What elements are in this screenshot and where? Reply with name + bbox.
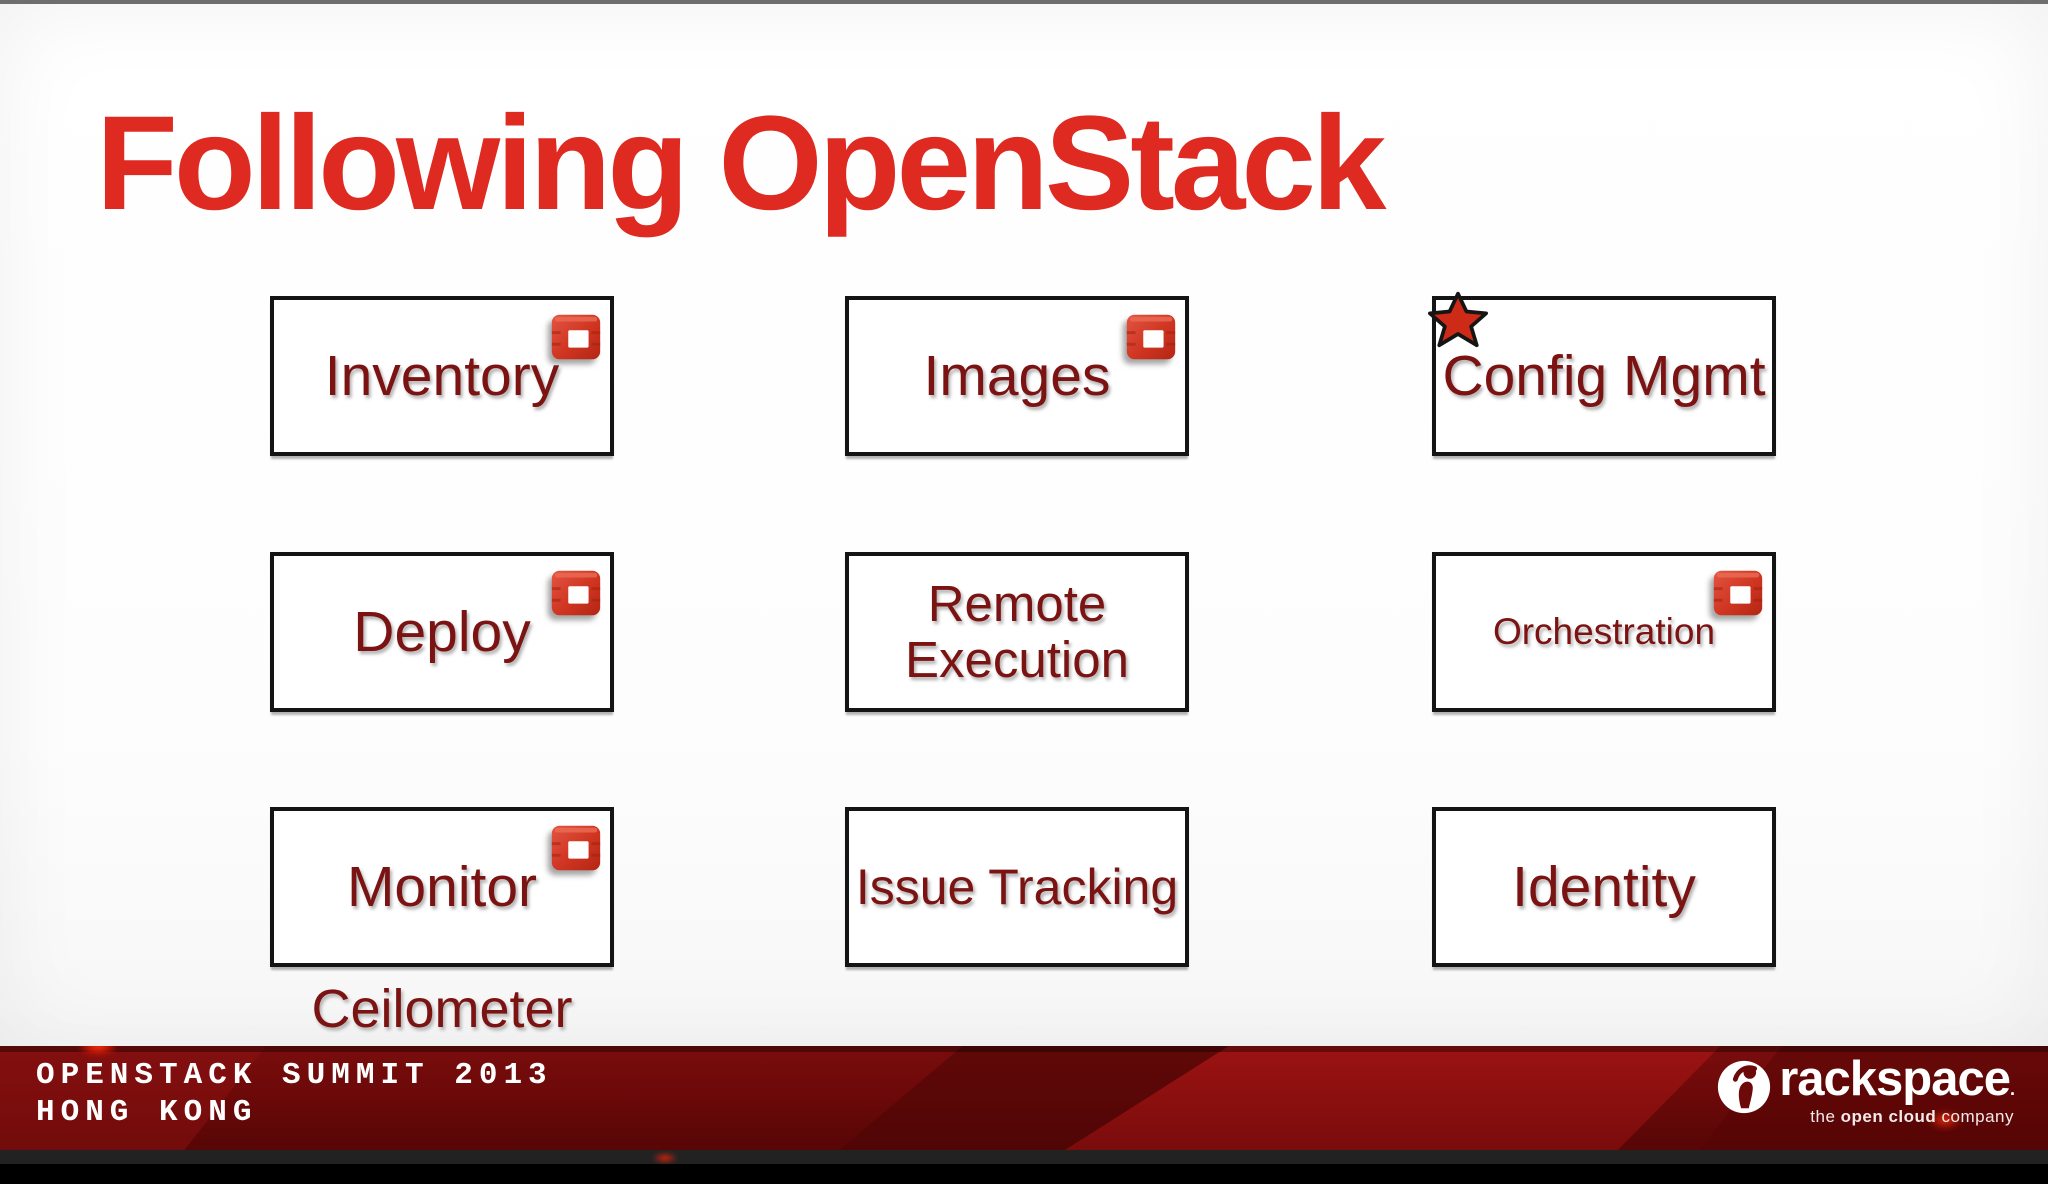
top-border-line [0,0,2048,4]
event-title: OPENSTACK SUMMIT 2013 HONG KONG [36,1058,553,1131]
service-box-images: Images [845,296,1189,456]
rackspace-wordmark: rackspace. [1779,1052,2015,1106]
rackspace-text: rackspace. the open cloud company [1779,1052,2015,1127]
slide-canvas: Following OpenStack Inventory Images Con… [0,4,2048,1046]
service-box-identity: Identity [1432,807,1776,967]
ceilometer-caption: Ceilometer [311,979,573,1039]
service-box-inventory: Inventory [270,296,614,456]
service-box-label: Inventory [324,343,560,408]
openstack-cube-icon [551,825,601,871]
service-box-label: Issue Tracking [855,858,1179,915]
trademark-dot: . [2009,1079,2015,1099]
event-line1: OPENSTACK SUMMIT 2013 [36,1058,553,1093]
caption-strip [0,1150,2048,1164]
service-box-label: Identity [1512,854,1696,919]
rackspace-tagline: the open cloud company [1810,1107,2014,1127]
bottom-letterbox [0,1164,2048,1184]
service-box-monitor: Monitor [270,807,614,967]
service-box-remote-execution: Remote Execution [845,552,1189,712]
openstack-cube-icon [1126,314,1176,360]
service-box-label: Deploy [353,599,531,664]
service-box-label: Remote Execution [905,574,1129,688]
rackspace-logo: rackspace. the open cloud company [1715,1052,2015,1127]
star-icon [1428,291,1488,348]
footer-band: OPENSTACK SUMMIT 2013 HONG KONG rackspac… [0,1046,2048,1150]
openstack-cube-icon [1713,570,1763,616]
service-box-config-mgmt: Config Mgmt [1428,291,1776,456]
service-box-label: Config Mgmt [1442,343,1766,408]
openstack-cube-icon [551,314,601,360]
service-box-deploy: Deploy [270,552,614,712]
band-top-shade [0,1046,2048,1052]
rackspace-mark-icon [1718,1060,1771,1114]
service-box-label: Images [923,343,1111,408]
red-light-glow [78,1046,118,1056]
service-box-label: Monitor [346,854,538,919]
service-box-issue-tracking: Issue Tracking [845,807,1189,967]
red-light-glow [1928,1110,1962,1130]
service-box-label: Orchestration [1492,610,1716,652]
red-light-glow [652,1152,678,1164]
event-line2: HONG KONG [36,1094,258,1130]
openstack-cube-icon [551,570,601,616]
service-box-orchestration: Orchestration [1432,552,1776,712]
slide-title: Following OpenStack [96,89,1386,238]
